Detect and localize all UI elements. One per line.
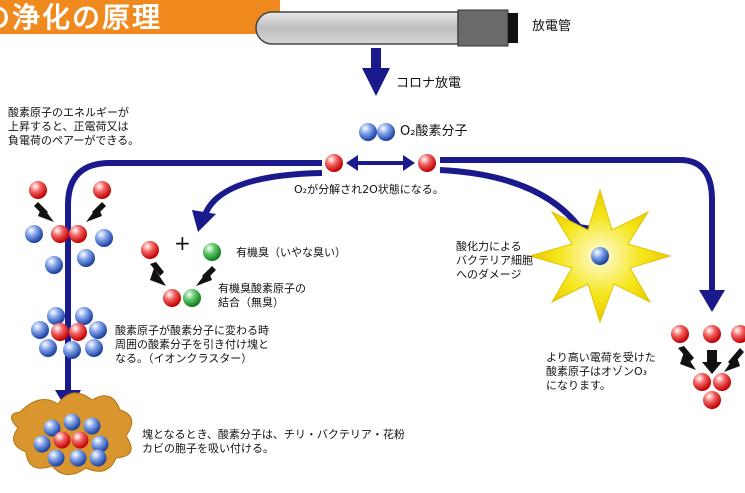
split-oxygen-atoms xyxy=(325,154,436,172)
ozone-label: より高い電荷を受けた 酸素原子はオゾンO₃ になります。 xyxy=(546,351,656,392)
organic-reaction xyxy=(141,241,221,307)
ozone-formation xyxy=(671,325,745,409)
page-title: の浄化の原理 xyxy=(0,1,163,34)
plus-sign: + xyxy=(174,231,191,255)
ion-cluster xyxy=(31,307,107,359)
discharge-tube xyxy=(255,9,518,47)
o2-label: O₂酸素分子 xyxy=(400,124,468,139)
flow-arrows xyxy=(65,157,715,395)
discharge-tube-label: 放電管 xyxy=(532,19,572,34)
dust-cluster xyxy=(11,392,133,475)
o2-split-label: O₂が分解され2O状態になる。 xyxy=(294,183,444,196)
corona-arrow xyxy=(362,48,390,96)
corona-label: コロナ放電 xyxy=(396,76,462,91)
dust-label: 塊となるとき、酸素分子は、チリ・バクテリア・花粉 カビの胞子を吸い付ける。 xyxy=(142,428,405,455)
energy-pair-group xyxy=(25,181,113,274)
o2-molecule xyxy=(359,123,395,141)
cluster-label: 酸素原子が酸素分子に変わる時 周囲の酸素分子を引き付け塊と なる。（イオンクラス… xyxy=(115,324,269,365)
organic-odor-label: 有機臭（いやな臭い） xyxy=(236,246,346,259)
energy-rise-label: 酸素原子のエネルギーが 上昇すると、正電荷又は 負電荷のペアーができる。 xyxy=(8,106,140,147)
bacteria-burst xyxy=(528,188,672,324)
organic-bond-label: 有機臭酸素原子の 結合（無臭） xyxy=(218,282,306,309)
title-banner: の浄化の原理 xyxy=(0,0,280,34)
bacteria-label: 酸化力による バクテリア細胞 へのダメージ xyxy=(456,240,533,281)
